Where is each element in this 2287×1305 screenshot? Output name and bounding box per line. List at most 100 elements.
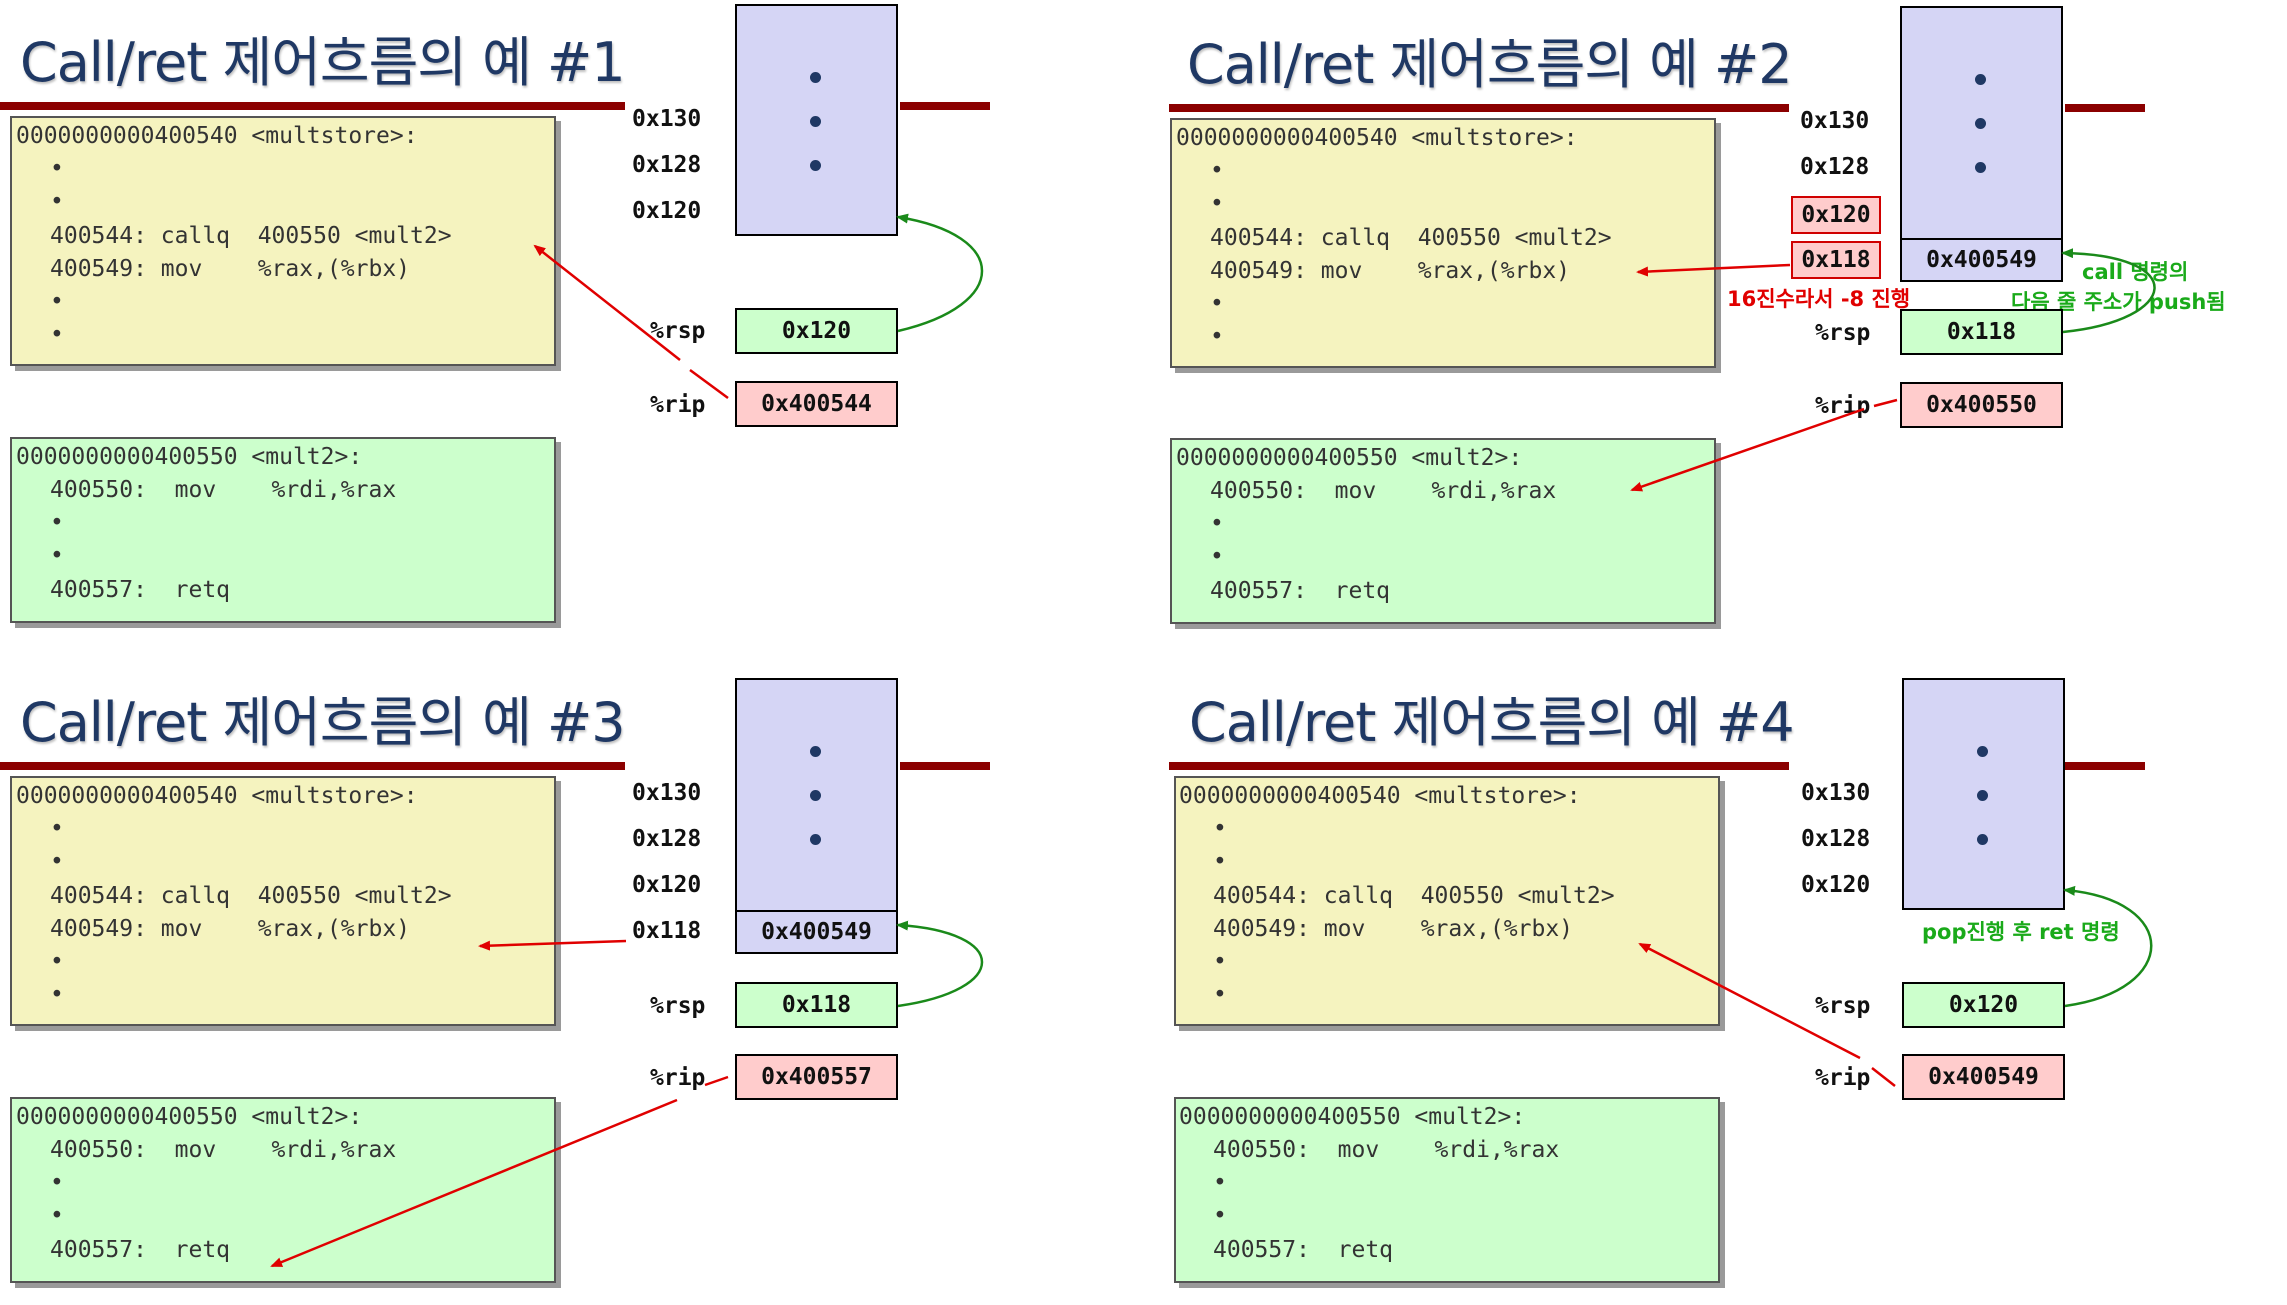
stack-address: 0x120 — [1801, 872, 1871, 898]
retq-line: 400557: retq — [50, 577, 231, 603]
hex-decrement-note: 16진수라서 -8 진행 — [1727, 287, 1911, 311]
title-underline-right — [2065, 762, 2145, 770]
title-underline — [1169, 104, 1789, 112]
mov-line: 400549: mov %rax,(%rbx) — [1213, 916, 1574, 942]
rsp-label: %rsp — [1815, 320, 1871, 346]
stack-ellipsis-dot — [1975, 74, 1986, 85]
code-dot: • — [50, 1170, 64, 1196]
code-dot: • — [1213, 949, 1227, 975]
mov-line: 400549: mov %rax,(%rbx) — [50, 256, 411, 282]
rip-label: %rip — [1815, 393, 1871, 419]
callq-line: 400544: callq 400550 <mult2> — [50, 883, 452, 909]
rip-label: %rip — [1815, 1065, 1871, 1091]
mov-line: 400549: mov %rax,(%rbx) — [50, 916, 411, 942]
panel-4: Call/ret 제어흐름의 예 #4 0000000000400540 <mu… — [1165, 660, 2287, 1305]
code-dot: • — [50, 289, 64, 315]
code-dot: • — [50, 849, 64, 875]
code-dot: • — [50, 510, 64, 536]
title-underline — [1169, 762, 1789, 770]
push-note-line1: call 명령의 — [2082, 260, 2189, 284]
callq-line: 400544: callq 400550 <mult2> — [1213, 883, 1615, 909]
title-underline — [0, 102, 625, 110]
stack-ellipsis-dot — [810, 116, 821, 127]
stack-address: 0x128 — [632, 152, 702, 178]
stack-ellipsis-dot — [810, 790, 821, 801]
rip-label: %rip — [650, 1065, 706, 1091]
mult2-mov-line: 400550: mov %rdi,%rax — [1213, 1137, 1560, 1163]
panel-1: Call/ret 제어흐름의 예 #1 0000000000400540 <mu… — [0, 0, 1143, 645]
code-dot: • — [50, 982, 64, 1008]
stack-ellipsis-dot — [810, 160, 821, 171]
callq-line: 400544: callq 400550 <mult2> — [50, 223, 452, 249]
pushed-return-address: 0x400549 — [735, 910, 898, 954]
code-dot: • — [1213, 816, 1227, 842]
mult2-code-box — [1174, 1097, 1720, 1283]
rsp-register: 0x120 — [735, 308, 898, 354]
code-dot: • — [50, 322, 64, 348]
panel-2: Call/ret 제어흐름의 예 #2 0000000000400540 <mu… — [1165, 0, 2287, 645]
code-dot: • — [1213, 1170, 1227, 1196]
stack-address: 0x130 — [1800, 108, 1870, 134]
panel-title: Call/ret 제어흐름의 예 #4 — [1189, 691, 1795, 754]
mult2-header: 0000000000400550 <mult2>: — [16, 444, 363, 470]
multstore-code-box — [10, 776, 556, 1026]
multstore-code-box — [1170, 118, 1716, 368]
callq-line: 400544: callq 400550 <mult2> — [1210, 225, 1612, 251]
rsp-label: %rsp — [650, 318, 706, 344]
stack-address: 0x130 — [1801, 780, 1871, 806]
rip-label: %rip — [650, 392, 706, 418]
stack-address: 0x128 — [1801, 826, 1871, 852]
code-dot: • — [1210, 544, 1224, 570]
stack-address: 0x130 — [632, 106, 702, 132]
title-underline-right — [900, 762, 990, 770]
rsp-label: %rsp — [650, 993, 706, 1019]
retq-line: 400557: retq — [1213, 1237, 1394, 1263]
stack-address: 0x130 — [632, 780, 702, 806]
panel-title: Call/ret 제어흐름의 예 #2 — [1187, 33, 1793, 96]
multstore-header: 0000000000400540 <multstore>: — [1176, 125, 1578, 151]
multstore-header: 0000000000400540 <multstore>: — [16, 783, 418, 809]
retq-line: 400557: retq — [1210, 578, 1391, 604]
title-underline — [0, 762, 625, 770]
rip-register: 0x400550 — [1900, 382, 2063, 428]
mult2-mov-line: 400550: mov %rdi,%rax — [50, 1137, 397, 1163]
stack-ellipsis-dot — [810, 746, 821, 757]
code-dot: • — [50, 543, 64, 569]
stack-address: 0x118 — [632, 918, 702, 944]
title-underline-right — [2065, 104, 2145, 112]
stack-address: 0x128 — [1800, 154, 1870, 180]
old-rsp-address-highlight: 0x120 — [1791, 196, 1881, 234]
code-dot: • — [1210, 158, 1224, 184]
stack-ellipsis-dot — [1975, 118, 1986, 129]
code-dot: • — [1210, 291, 1224, 317]
rsp-register: 0x118 — [1900, 309, 2063, 355]
code-dot: • — [1213, 982, 1227, 1008]
pop-ret-note: pop진행 후 ret 명령 — [1922, 920, 2120, 944]
mult2-code-box — [1170, 438, 1716, 624]
rsp-register: 0x118 — [735, 982, 898, 1028]
code-dot: • — [1210, 324, 1224, 350]
panel-3: Call/ret 제어흐름의 예 #3 0000000000400540 <mu… — [0, 660, 1143, 1305]
pushed-return-address: 0x400549 — [1900, 238, 2063, 282]
rsp-label: %rsp — [1815, 993, 1871, 1019]
multstore-header: 0000000000400540 <multstore>: — [1179, 783, 1581, 809]
mult2-code-box — [10, 437, 556, 623]
code-dot: • — [50, 189, 64, 215]
rip-register: 0x400557 — [735, 1054, 898, 1100]
rip-register: 0x400549 — [1902, 1054, 2065, 1100]
title-underline-right — [900, 102, 990, 110]
stack-ellipsis-dot — [1977, 790, 1988, 801]
mult2-header: 0000000000400550 <mult2>: — [1179, 1104, 1526, 1130]
stack-address: 0x120 — [632, 198, 702, 224]
code-dot: • — [50, 816, 64, 842]
mult2-mov-line: 400550: mov %rdi,%rax — [1210, 478, 1557, 504]
code-dot: • — [50, 156, 64, 182]
stack-ellipsis-dot — [1977, 746, 1988, 757]
mov-line: 400549: mov %rax,(%rbx) — [1210, 258, 1571, 284]
mult2-header: 0000000000400550 <mult2>: — [1176, 445, 1523, 471]
panel-title: Call/ret 제어흐름의 예 #1 — [20, 31, 626, 94]
rsp-register: 0x120 — [1902, 982, 2065, 1028]
stack-ellipsis-dot — [810, 834, 821, 845]
stack-address: 0x128 — [632, 826, 702, 852]
stack-ellipsis-dot — [1975, 162, 1986, 173]
